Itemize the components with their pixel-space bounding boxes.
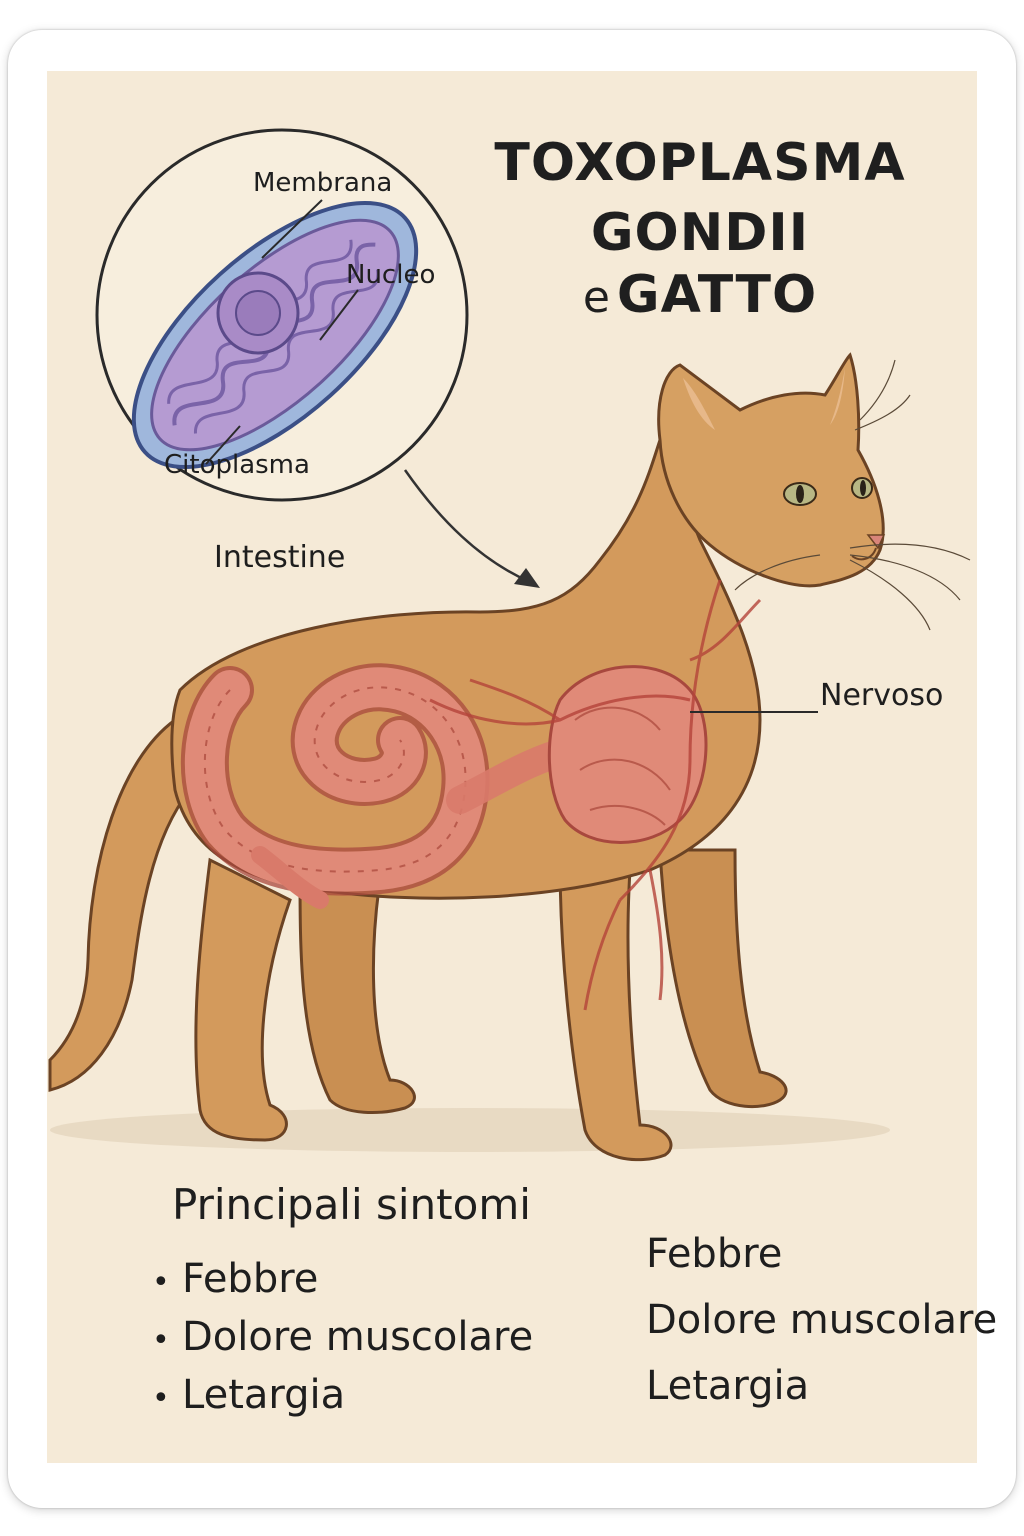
symptom-text: Dolore muscolare	[182, 1314, 534, 1360]
label-intestine: Intestine	[214, 540, 346, 575]
symptoms-heading: Principali sintomi	[172, 1180, 531, 1229]
symptom-item: • Dolore muscolare	[152, 1308, 533, 1366]
ground-shadow	[50, 1108, 890, 1152]
stomach-organ	[547, 665, 708, 844]
pointer-arrow	[403, 469, 540, 588]
bullet-icon: •	[152, 1381, 170, 1416]
title-line-2: GONDII	[590, 203, 810, 263]
symptom-text: Febbre	[182, 1256, 319, 1302]
title-cat-word: GATTO	[616, 265, 818, 325]
label-membrane: Membrana	[253, 168, 393, 198]
symptom-right-item: Letargia	[646, 1363, 810, 1409]
bullet-icon: •	[152, 1323, 170, 1358]
title-line-1: TOXOPLASMA	[494, 133, 906, 193]
label-nervous: Nervoso	[820, 678, 944, 713]
symptoms-list-right: Febbre Dolore muscolare Letargia	[646, 1228, 997, 1426]
parasite-magnifier	[95, 128, 469, 502]
symptoms-list: • Febbre • Dolore muscolare • Letargia	[152, 1250, 533, 1424]
symptom-item: • Febbre	[152, 1250, 533, 1308]
symptom-item: • Letargia	[152, 1366, 533, 1424]
title-conjunction: e	[582, 272, 611, 323]
symptom-right-item: Febbre	[646, 1231, 783, 1277]
label-nucleus: Nucleo	[346, 260, 436, 290]
symptom-right-item: Dolore muscolare	[646, 1297, 998, 1343]
symptom-text: Letargia	[182, 1372, 346, 1418]
nerve-branches	[429, 579, 762, 1011]
bullet-icon: •	[152, 1265, 170, 1300]
label-cytoplasm: Citoplasma	[164, 450, 310, 480]
